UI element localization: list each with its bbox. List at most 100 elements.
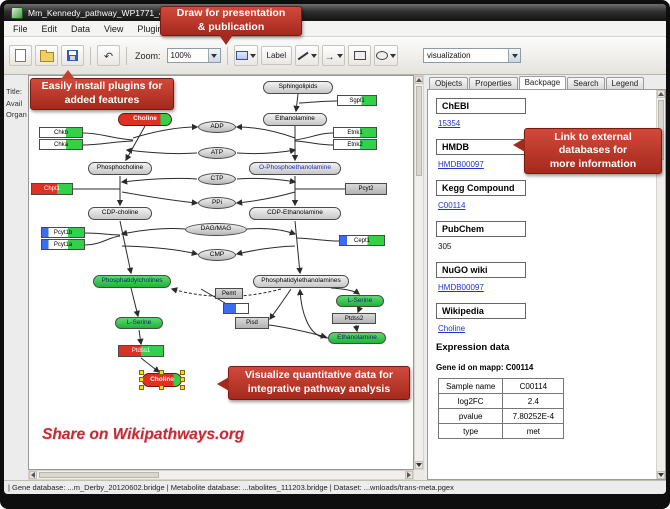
zoom-value: 100% bbox=[170, 51, 191, 60]
vertical-scroll-thumb[interactable] bbox=[416, 86, 422, 176]
scroll-down-button[interactable] bbox=[415, 461, 423, 469]
canvas-horizontal-scrollbar[interactable] bbox=[28, 470, 414, 480]
choline-top-node[interactable]: Choline bbox=[118, 113, 172, 126]
zoom-combobox[interactable]: 100% bbox=[166, 48, 221, 63]
undo-button[interactable] bbox=[97, 45, 120, 66]
cdp-choline-node[interactable]: CDP-choline bbox=[88, 207, 152, 220]
gene-id-line: Gene id on mapp: C00114 bbox=[436, 363, 534, 372]
cept1-node[interactable]: Cept1 bbox=[339, 235, 385, 246]
save-button[interactable] bbox=[61, 45, 84, 66]
l-serine-left-node[interactable]: L-Serine bbox=[115, 317, 163, 329]
tab-objects[interactable]: Objects bbox=[429, 77, 469, 89]
arrow-tool-button[interactable] bbox=[322, 45, 346, 66]
scroll-down-button[interactable] bbox=[657, 471, 665, 479]
title-bar[interactable]: Mm_Kennedy_pathway_WP1771_45176.gpml bbox=[4, 4, 666, 21]
visualization-combobox[interactable]: visualization bbox=[423, 48, 521, 63]
menu-data[interactable]: Data bbox=[71, 23, 91, 34]
ptdss1-node[interactable]: Ptdss1 bbox=[118, 345, 164, 357]
toolbar-separator bbox=[226, 46, 228, 65]
visualization-dropdown-button[interactable] bbox=[508, 49, 520, 62]
chpt1-node[interactable]: Chpt1 bbox=[31, 183, 73, 195]
chevron-down-icon bbox=[311, 53, 318, 58]
etnk1-node[interactable]: Etnk1 bbox=[333, 127, 377, 138]
chka-node[interactable]: Chka bbox=[39, 139, 83, 150]
ctp-node[interactable]: CTP bbox=[198, 173, 236, 185]
callout-link: Link to external databases for more info… bbox=[513, 128, 662, 174]
menu-view[interactable]: View bbox=[104, 23, 124, 34]
menu-plugins[interactable]: Plugins bbox=[137, 23, 167, 34]
atp-node[interactable]: ATP bbox=[198, 147, 236, 159]
expression-data-heading: Expression data bbox=[436, 342, 510, 353]
scroll-left-button[interactable] bbox=[29, 471, 37, 479]
kegg-compound-value[interactable]: C00114 bbox=[438, 201, 466, 210]
label-tool-button[interactable]: Label bbox=[260, 46, 293, 65]
phosphatidylcholines-node[interactable]: Phosphatidylcholines bbox=[93, 275, 171, 288]
selection-handle[interactable] bbox=[180, 385, 185, 390]
o-phosphoethanolamine-node[interactable]: O-Phosphoethanolamine bbox=[249, 162, 341, 175]
l-serine-right-node[interactable]: L-Serine bbox=[336, 295, 384, 307]
ethanolamine-bottom-node[interactable]: Ethanolamine bbox=[328, 332, 386, 344]
tab-backpage[interactable]: Backpage bbox=[518, 76, 567, 89]
ptdss2-node[interactable]: Ptdss2 bbox=[332, 313, 376, 324]
sgpl1-node[interactable]: Sgpl1 bbox=[337, 95, 377, 106]
selection-handle[interactable] bbox=[139, 377, 144, 382]
chebi-value[interactable]: 15354 bbox=[438, 119, 461, 128]
menu-edit[interactable]: Edit bbox=[41, 23, 58, 34]
tab-legend[interactable]: Legend bbox=[605, 77, 645, 89]
cdp-ethanolamine-node[interactable]: CDP-Ethanolamine bbox=[249, 207, 341, 220]
adp-node[interactable]: ADP bbox=[198, 121, 236, 133]
scroll-right-button[interactable] bbox=[405, 471, 413, 479]
dag-mag-node[interactable]: DAG/MAG bbox=[185, 223, 247, 236]
ppi-node[interactable]: PPi bbox=[198, 197, 236, 209]
selection-handle[interactable] bbox=[139, 385, 144, 390]
scroll-up-button[interactable] bbox=[415, 76, 423, 84]
sphingolipids-node[interactable]: Sphingolipids bbox=[263, 81, 333, 94]
pisd-node[interactable]: Pisd bbox=[235, 317, 269, 329]
gene-box-small-node[interactable] bbox=[223, 303, 249, 314]
phosphatidylethanolamines-node[interactable]: Phosphatidylethanolamines bbox=[253, 275, 349, 288]
tab-properties[interactable]: Properties bbox=[469, 77, 518, 89]
expr-cell: met bbox=[502, 423, 565, 439]
pcyt1b-node[interactable]: Pcyt1b bbox=[41, 227, 85, 238]
pcyt1a-node[interactable]: Pcyt1a bbox=[41, 239, 85, 250]
selection-handle[interactable] bbox=[180, 370, 185, 375]
tab-search[interactable]: Search bbox=[567, 77, 605, 89]
expr-cell: C00114 bbox=[502, 378, 565, 394]
callout-pointer-left bbox=[513, 138, 525, 152]
zoom-dropdown-button[interactable] bbox=[207, 49, 220, 62]
selection-handle[interactable] bbox=[159, 370, 164, 375]
new-file-button[interactable] bbox=[9, 45, 32, 66]
selection-handle[interactable] bbox=[159, 385, 164, 390]
selection-handle[interactable] bbox=[139, 370, 144, 375]
etnk2-node[interactable]: Etnk2 bbox=[333, 139, 377, 150]
scroll-up-button[interactable] bbox=[657, 90, 665, 98]
hmdb-value[interactable]: HMDB00097 bbox=[438, 160, 484, 169]
datanode-tool-button[interactable] bbox=[233, 45, 258, 66]
open-file-button[interactable] bbox=[35, 45, 58, 66]
toolbar-separator bbox=[90, 46, 91, 65]
ethanolamine-top-node[interactable]: Ethanolamine bbox=[263, 113, 327, 126]
line-tool-button[interactable] bbox=[295, 45, 320, 66]
nugo-wiki-value[interactable]: HMDB00097 bbox=[438, 283, 484, 292]
canvas-vertical-scrollbar[interactable] bbox=[414, 75, 424, 470]
phosphocholine-node[interactable]: Phosphocholine bbox=[88, 162, 152, 175]
selection-handle[interactable] bbox=[180, 377, 185, 382]
menu-file[interactable]: File bbox=[13, 23, 28, 34]
rectangle-icon bbox=[353, 51, 366, 60]
wikipedia-value[interactable]: Choline bbox=[438, 324, 466, 333]
cmp-node[interactable]: CMP bbox=[198, 249, 236, 261]
horizontal-scroll-thumb[interactable] bbox=[39, 472, 159, 478]
chkb-node[interactable]: Chkb bbox=[39, 127, 83, 138]
ellipse-tool-button[interactable] bbox=[374, 45, 399, 66]
pemt-node[interactable]: Pemt bbox=[215, 288, 243, 299]
wikipedia-header: Wikipedia bbox=[436, 303, 526, 319]
pcyt2-node[interactable]: Pcyt2 bbox=[345, 183, 387, 195]
rectangle-tool-button[interactable] bbox=[348, 45, 372, 66]
